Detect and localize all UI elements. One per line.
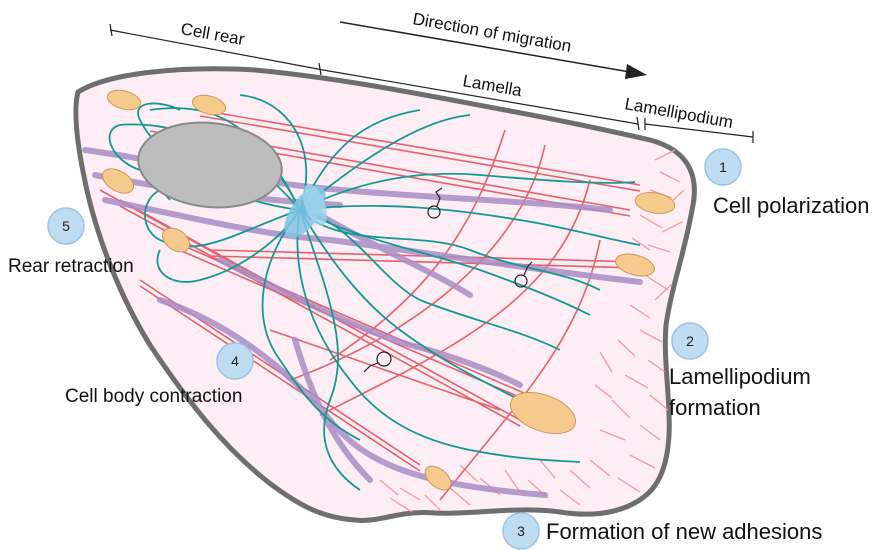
step-2-marker: 2 <box>672 323 708 359</box>
lamella-label: Lamella <box>461 71 523 100</box>
step-5-label: Rear retraction <box>8 256 134 277</box>
step-4-marker: 4 <box>217 343 253 379</box>
step-2-label-line2: formation <box>669 395 761 420</box>
step-5-number: 5 <box>62 218 70 234</box>
step-5-marker: 5 <box>48 208 84 244</box>
step-3-marker: 3 <box>503 513 539 549</box>
step-4-number: 4 <box>231 353 239 369</box>
step-1-label: Cell polarization <box>713 193 870 218</box>
step-1-number: 1 <box>719 159 727 175</box>
step-2-label-line1: Lamellipodium <box>669 364 811 389</box>
step-1-marker: 1 <box>705 149 741 185</box>
lamellipodium-region-label: Lamellipodium <box>623 94 734 132</box>
step-4-label: Cell body contraction <box>65 386 242 407</box>
step-3-number: 3 <box>517 523 525 539</box>
step-2-number: 2 <box>686 333 694 349</box>
step-3-label: Formation of new adhesions <box>546 519 822 544</box>
